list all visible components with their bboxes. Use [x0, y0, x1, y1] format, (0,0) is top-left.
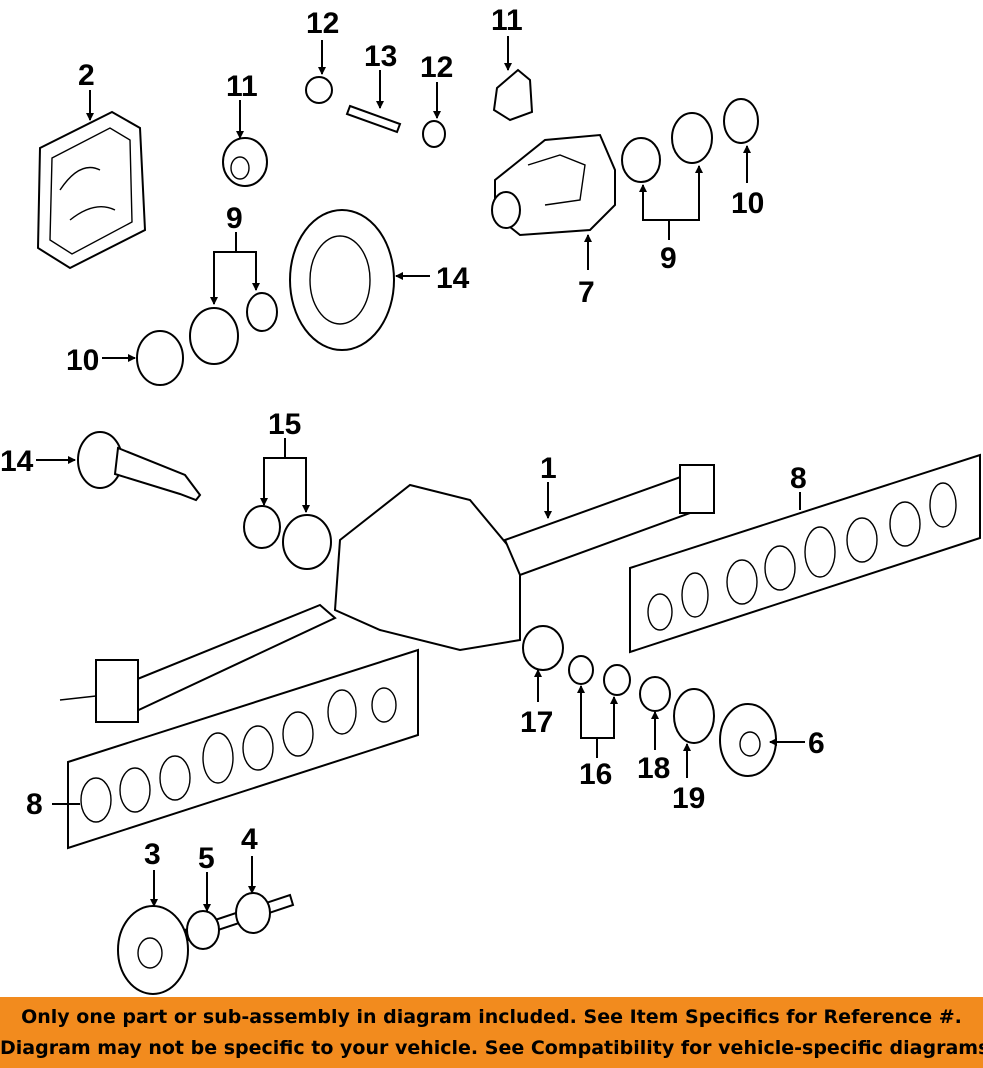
callout-11-left: 11 — [226, 70, 258, 103]
callout-13: 13 — [364, 40, 397, 73]
ring-gear — [289, 209, 395, 351]
callout-9-right: 9 — [660, 242, 677, 275]
callout-1: 1 — [540, 452, 557, 485]
parts-panel-left — [67, 648, 419, 850]
gear-4 — [235, 892, 271, 934]
drive-pinion — [77, 431, 202, 502]
disclaimer-line-1: Only one part or sub-assembly in diagram… — [21, 1006, 962, 1028]
pinion-gear-right — [492, 68, 534, 122]
bearing-cone-upper-right — [621, 137, 661, 183]
pinion-gear-left — [222, 137, 268, 187]
pinion-bearing-cup — [282, 514, 332, 570]
callout-16: 16 — [579, 758, 612, 791]
callout-12-right: 12 — [420, 51, 453, 84]
bearing-16b — [603, 664, 631, 696]
bearing-16a — [568, 655, 594, 685]
disclaimer-line-2: Diagram may not be specific to your vehi… — [0, 1037, 983, 1059]
pinion-shaft — [345, 104, 402, 134]
callout-3: 3 — [144, 838, 161, 871]
leader-lines — [36, 36, 805, 912]
callout-14-pinion: 14 — [0, 445, 34, 478]
seal-19 — [673, 688, 715, 744]
thrust-washer-right — [422, 120, 446, 148]
thrust-washer-left — [305, 76, 333, 104]
bearing-cup-upper-left — [189, 307, 239, 365]
callout-2: 2 — [78, 59, 95, 92]
yoke-flange-6 — [719, 703, 777, 777]
shim-upper-right — [723, 98, 759, 144]
axle-housing — [59, 464, 715, 723]
bearing-cone-upper-left — [246, 292, 278, 332]
parts-panel-right — [629, 453, 981, 654]
callout-14-ring: 14 — [436, 262, 470, 295]
callout-18: 18 — [637, 752, 670, 785]
callout-15: 15 — [268, 408, 301, 441]
callout-8-right: 8 — [790, 462, 807, 495]
disclaimer-banner: Only one part or sub-assembly in diagram… — [0, 997, 983, 1068]
rear-axle-parts-diagram: 2 11 12 13 12 11 10 9 7 9 14 10 14 15 1 … — [0, 4, 981, 995]
differential-case — [491, 133, 616, 237]
callout-11-right: 11 — [491, 4, 523, 37]
callout-9-left: 9 — [226, 202, 243, 235]
bearing-cup-upper-right — [671, 112, 713, 164]
washer-5 — [186, 910, 220, 950]
seal-17 — [522, 625, 564, 671]
shim-upper-left — [136, 330, 184, 386]
callout-7: 7 — [578, 276, 595, 309]
callout-8-left: 8 — [26, 788, 43, 821]
spacer-18 — [639, 676, 671, 712]
differential-cover — [36, 110, 147, 270]
pinion-bearing-cone — [243, 505, 281, 549]
callout-10-left: 10 — [66, 344, 99, 377]
callout-5: 5 — [198, 842, 215, 875]
callout-10-right: 10 — [731, 187, 764, 220]
callout-4: 4 — [241, 823, 258, 856]
flange-3 — [117, 905, 189, 995]
callout-6: 6 — [808, 727, 825, 760]
callout-12-left: 12 — [306, 7, 339, 40]
callout-19: 19 — [672, 782, 705, 815]
callout-17: 17 — [520, 706, 553, 739]
